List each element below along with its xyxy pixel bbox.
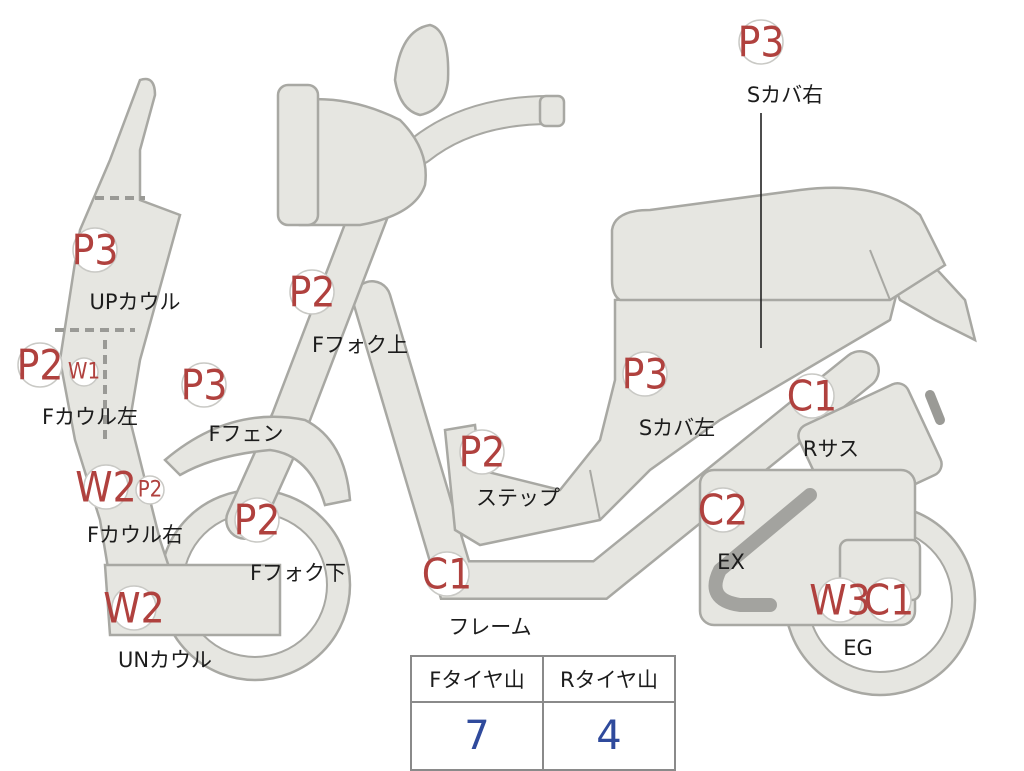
badge-upcowl: P3 (72, 226, 119, 275)
svg-text:C1: C1 (864, 576, 914, 625)
svg-text:W2: W2 (103, 584, 164, 633)
svg-text:W2: W2 (75, 463, 136, 512)
label-fcowl-right: Fカウル右 (87, 523, 183, 547)
front-tire-value: 7 (410, 701, 544, 771)
label-rsus: Rサス (803, 437, 859, 461)
svg-text:P3: P3 (622, 350, 669, 399)
badge-eg-b: C1 (864, 576, 914, 625)
badge-fcowl-right-a: W2 (75, 463, 136, 512)
svg-text:P2: P2 (17, 341, 64, 390)
badge-ffender: P3 (181, 361, 228, 410)
badge-ffork-upper: P2 (289, 268, 336, 317)
label-ex: EX (717, 550, 745, 574)
badge-eg-a: W3 (809, 576, 870, 625)
seat-seam (869, 249, 891, 301)
svg-text:C1: C1 (787, 372, 837, 421)
seat (610, 186, 947, 302)
badge-ffork-lower: P2 (234, 496, 281, 545)
svg-text:P2: P2 (234, 496, 281, 545)
label-eg: EG (843, 636, 873, 660)
headlight-housing (276, 83, 427, 227)
handlebar (405, 94, 566, 165)
rear-tire-value: 4 (542, 701, 676, 771)
svg-text:P2: P2 (138, 478, 163, 503)
tire-tread-table: Fタイヤ山 Rタイヤ山 7 4 (410, 655, 676, 771)
svg-text:P3: P3 (72, 226, 119, 275)
exhaust-pipe (708, 488, 817, 612)
rear-tire-header: Rタイヤ山 (542, 655, 676, 703)
front-tire-header: Fタイヤ山 (410, 655, 544, 703)
svg-text:W3: W3 (809, 576, 870, 625)
svg-text:P2: P2 (289, 268, 336, 317)
badge-fcowl-left-a: P2 (17, 341, 64, 390)
badge-fcowl-left-b: W1 (68, 357, 100, 387)
svg-text:W1: W1 (68, 360, 100, 385)
label-fcowl-left: Fカウル左 (42, 405, 138, 429)
svg-text:P3: P3 (738, 18, 785, 67)
badge-scover-left: P3 (622, 350, 669, 399)
svg-text:C1: C1 (422, 550, 472, 599)
label-scover-left: Sカバ左 (639, 416, 715, 440)
label-ffork-upper: Fフォク上 (312, 333, 408, 357)
badge-step: P2 (459, 428, 506, 477)
label-ffork-lower: Fフォク下 (250, 561, 346, 585)
mirror (393, 23, 450, 117)
label-step: ステップ (476, 486, 560, 510)
badge-ex: C2 (698, 486, 748, 535)
front-fender (163, 415, 352, 507)
badge-uncowl: W2 (103, 584, 164, 633)
badge-frame: C1 (422, 550, 472, 599)
label-scover-right: Sカバ右 (747, 83, 823, 107)
badge-rsus: C1 (787, 372, 837, 421)
label-uncowl: UNカウル (118, 648, 212, 672)
badge-scover-right: P3 (738, 18, 785, 67)
svg-text:P3: P3 (181, 361, 228, 410)
step-edge (589, 469, 601, 521)
label-ffender: Fフェン (208, 422, 283, 446)
badge-fcowl-right-b: P2 (135, 475, 165, 505)
seat-cover (443, 278, 902, 547)
label-upcowl: UPカウル (89, 290, 180, 314)
svg-text:P2: P2 (459, 428, 506, 477)
label-frame: フレーム (448, 615, 531, 639)
svg-text:C2: C2 (698, 486, 748, 535)
